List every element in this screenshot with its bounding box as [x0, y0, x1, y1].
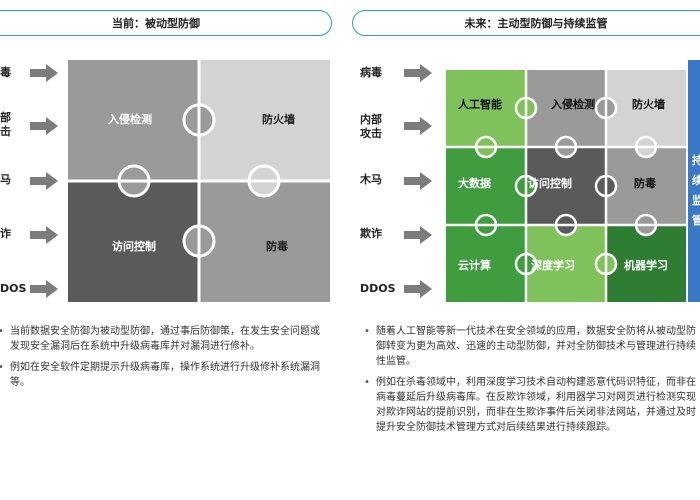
arrow-right-icon: [404, 64, 432, 82]
right-puzzle: [446, 70, 686, 302]
right-label-antivirus: 防毒: [634, 177, 656, 190]
left-label-firewall: 防火墙: [262, 113, 295, 126]
puzzle-piece-antivirus: [199, 181, 330, 302]
left-threat-ddos: DOS: [0, 282, 27, 295]
continuous-monitoring-bar: [688, 60, 700, 302]
left-header: 当前：被动型防御: [0, 10, 332, 36]
left-threat-virus: 毒: [0, 66, 11, 79]
arrow-right-icon: [30, 172, 58, 190]
right-label-deep: 深度学习: [531, 259, 575, 272]
right-label-access: 访问控制: [528, 177, 572, 190]
side-char: 管: [692, 214, 700, 227]
puzzle-piece-deep: [526, 225, 606, 302]
right-threat-internal: 内部 攻击: [360, 113, 382, 140]
right-threat-virus: 病毒: [360, 66, 382, 79]
puzzle-piece-ai: [446, 70, 526, 147]
arrow-right-icon: [30, 117, 58, 135]
puzzle-piece-firewall: [199, 60, 330, 181]
arrow-right-icon: [30, 64, 58, 82]
side-char: 监: [692, 194, 700, 207]
right-label-intrusion: 入侵检测: [551, 98, 595, 111]
left-bullet: 当前数据安全防御为被动型防御，通过事后防御策，在发生安全问题或发现安全漏洞后在系…: [0, 324, 328, 354]
right-bullets: 随着人工智能等新一代技术在安全领域的应用，数据安全防将从被动型防御转变为更为高效…: [362, 324, 698, 441]
right-bullet: 例如在杀毒领域中，利用深度学习技术自动构建恶意代码识特征，而非在病毒蔓延后升级病…: [362, 375, 698, 435]
puzzle-piece-cloud: [446, 225, 526, 302]
puzzle-piece-antivirus: [606, 147, 686, 225]
right-label-ai: 人工智能: [458, 98, 502, 111]
right-label-bigdata: 大数据: [458, 177, 491, 190]
arrow-right-icon: [404, 172, 432, 190]
left-threat-fraud: 诈: [0, 227, 11, 240]
arrow-right-icon: [404, 117, 432, 135]
puzzle-piece-intrusion: [526, 70, 606, 147]
arrow-right-icon: [30, 280, 58, 298]
right-header: 未来：主动型防御与持续监管: [352, 10, 700, 36]
left-threat-trojan: 马: [0, 173, 11, 186]
left-label-antivirus: 防毒: [266, 240, 288, 253]
puzzle-piece-ml: [606, 225, 686, 302]
puzzle-piece-intrusion: [68, 60, 199, 181]
right-threat-ddos: DDOS: [360, 282, 396, 295]
puzzle-piece-access: [68, 181, 199, 302]
left-header-text: 当前：被动型防御: [112, 17, 200, 30]
left-bullets: 当前数据安全防御为被动型防御，通过事后防御策，在发生安全问题或发现安全漏洞后在系…: [0, 324, 328, 396]
left-label-access: 访问控制: [112, 240, 156, 253]
puzzle-piece-bigdata: [446, 147, 526, 225]
left-puzzle: [68, 60, 330, 302]
right-label-ml: 机器学习: [624, 259, 668, 272]
right-header-text: 未来：主动型防御与持续监管: [464, 17, 608, 30]
left-bullet: 例如在安全软件定期提示升级病毒库，操作系统进行升级修补系统漏洞等。: [0, 360, 328, 390]
right-label-cloud: 云计算: [458, 259, 491, 272]
right-threat-trojan: 木马: [360, 173, 382, 186]
right-label-firewall: 防火墙: [632, 98, 665, 111]
puzzle-piece-firewall: [606, 70, 686, 147]
side-char: 持: [692, 154, 700, 167]
left-threat-internal: 部 击: [0, 111, 11, 138]
left-label-intrusion: 入侵检测: [108, 113, 152, 126]
right-bullet: 随着人工智能等新一代技术在安全领域的应用，数据安全防将从被动型防御转变为更为高效…: [362, 324, 698, 369]
side-char: 续: [692, 174, 700, 187]
puzzle-piece-access: [526, 147, 606, 225]
arrow-right-icon: [404, 226, 432, 244]
right-threat-fraud: 欺诈: [360, 227, 382, 240]
arrow-right-icon: [30, 226, 58, 244]
arrow-right-icon: [404, 280, 432, 298]
